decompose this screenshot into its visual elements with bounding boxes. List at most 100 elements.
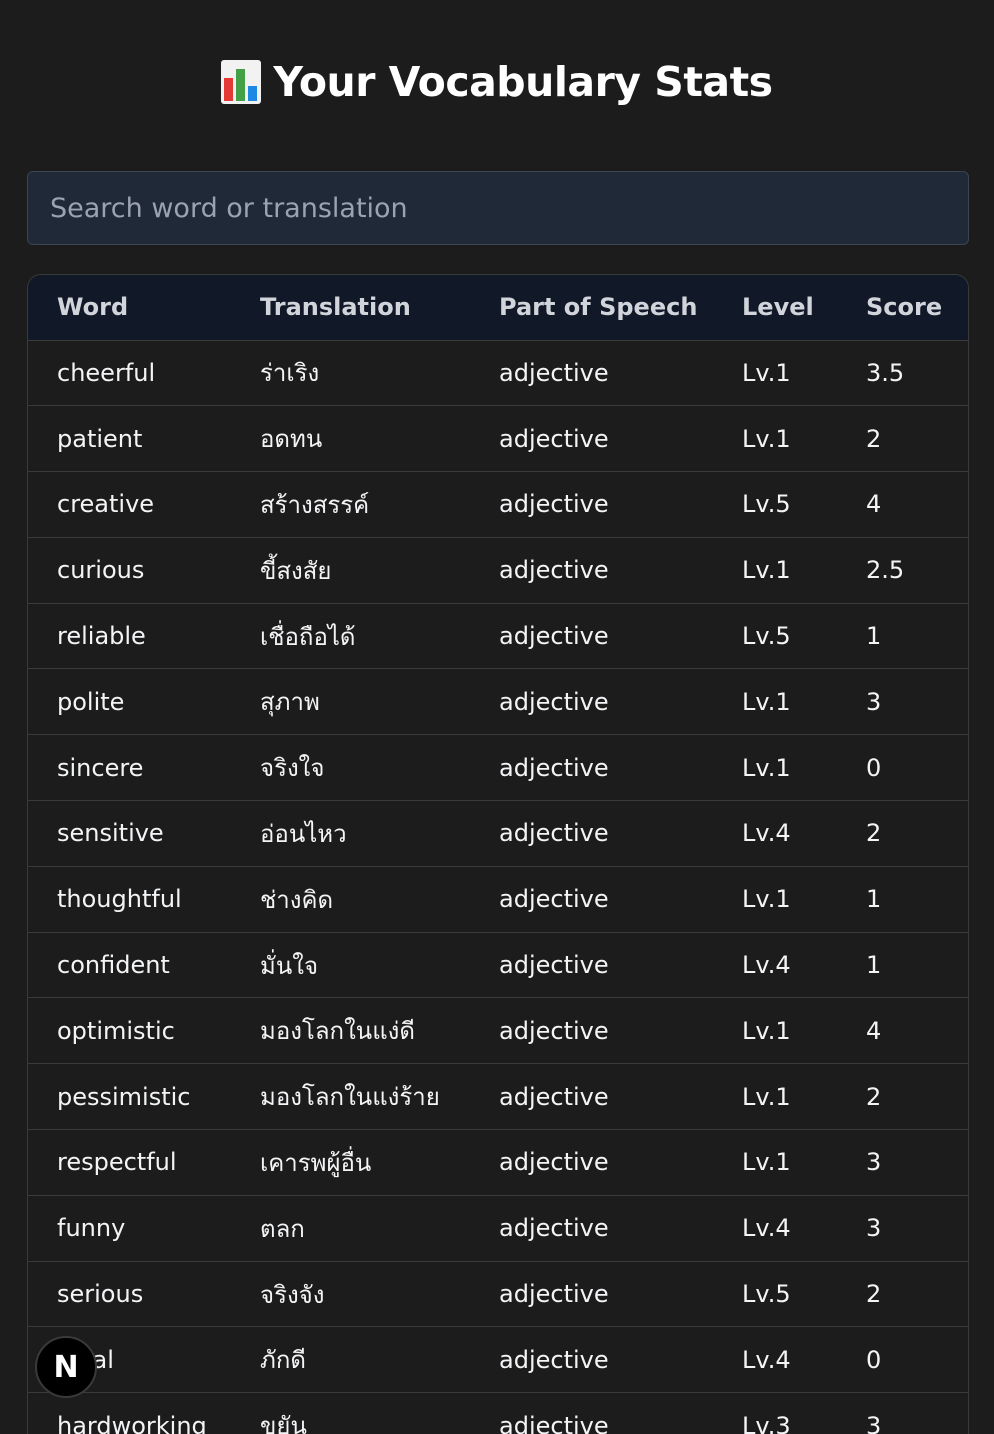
part-of-speech-cell: adjective [470, 603, 713, 670]
level-cell: Lv.1 [713, 866, 837, 933]
page-title: Your Vocabulary Stats [0, 58, 994, 106]
vocabulary-table: Word Translation Part of Speech Level Sc… [28, 275, 968, 1434]
level-cell: Lv.1 [713, 1129, 837, 1196]
word-cell: funny [28, 1195, 231, 1262]
part-of-speech-cell: adjective [470, 1195, 713, 1262]
translation-cell: ช่างคิด [231, 866, 470, 933]
part-of-speech-cell: adjective [470, 734, 713, 802]
word-cell: serious [28, 1261, 231, 1328]
level-cell: Lv.5 [713, 1261, 837, 1328]
level-cell: Lv.4 [713, 1326, 837, 1394]
translation-cell: อดทน [231, 405, 470, 473]
translation-cell: ตลก [231, 1195, 470, 1262]
level-cell: Lv.1 [713, 668, 837, 736]
word-cell: sincere [28, 734, 231, 802]
score-cell: 2 [837, 1261, 968, 1328]
part-of-speech-cell: adjective [470, 668, 713, 736]
translation-cell: ร่าเริง [231, 340, 470, 407]
part-of-speech-cell: adjective [470, 405, 713, 473]
level-cell: Lv.5 [713, 603, 837, 670]
search-input[interactable] [27, 171, 969, 245]
score-cell: 2 [837, 800, 968, 867]
column-header-translation[interactable]: Translation [231, 275, 470, 341]
translation-cell: ขี้สงสัย [231, 537, 470, 604]
word-cell: confident [28, 932, 231, 999]
vocabulary-table-container: Word Translation Part of Speech Level Sc… [27, 274, 969, 1434]
score-cell: 0 [837, 734, 968, 802]
score-cell: 2 [837, 405, 968, 473]
page-title-text: Your Vocabulary Stats [273, 58, 773, 106]
part-of-speech-cell: adjective [470, 866, 713, 933]
part-of-speech-cell: adjective [470, 340, 713, 407]
word-cell: reliable [28, 603, 231, 670]
part-of-speech-cell: adjective [470, 537, 713, 604]
translation-cell: มั่นใจ [231, 932, 470, 999]
word-cell: patient [28, 405, 231, 473]
level-cell: Lv.1 [713, 1063, 837, 1131]
word-cell: optimistic [28, 997, 231, 1065]
word-cell: hardworking [28, 1392, 231, 1434]
level-cell: Lv.4 [713, 932, 837, 999]
level-cell: Lv.3 [713, 1392, 837, 1434]
column-header-word[interactable]: Word [28, 275, 231, 341]
translation-cell: ขยัน [231, 1392, 470, 1434]
score-cell: 2 [837, 1063, 968, 1131]
score-cell: 3.5 [837, 340, 968, 407]
part-of-speech-cell: adjective [470, 1261, 713, 1328]
translation-cell: มองโลกในแง่ดี [231, 997, 470, 1065]
word-cell: pessimistic [28, 1063, 231, 1131]
score-cell: 0 [837, 1326, 968, 1394]
score-cell: 1 [837, 603, 968, 670]
part-of-speech-cell: adjective [470, 800, 713, 867]
nextjs-dev-button[interactable]: N [35, 1336, 97, 1398]
part-of-speech-cell: adjective [470, 932, 713, 999]
level-cell: Lv.1 [713, 537, 837, 604]
level-cell: Lv.1 [713, 405, 837, 473]
column-header-score[interactable]: Score [837, 275, 968, 341]
part-of-speech-cell: adjective [470, 1129, 713, 1196]
word-cell: sensitive [28, 800, 231, 867]
translation-cell: สร้างสรรค์ [231, 471, 470, 538]
score-cell: 3 [837, 1195, 968, 1262]
translation-cell: อ่อนไหว [231, 800, 470, 867]
translation-cell: จริงจัง [231, 1261, 470, 1328]
score-cell: 3 [837, 1392, 968, 1434]
score-cell: 3 [837, 668, 968, 736]
part-of-speech-cell: adjective [470, 1326, 713, 1394]
table-header-row: Word Translation Part of Speech Level Sc… [28, 275, 968, 341]
column-header-level[interactable]: Level [713, 275, 837, 341]
word-cell: creative [28, 471, 231, 538]
column-header-part-of-speech[interactable]: Part of Speech [470, 275, 713, 341]
part-of-speech-cell: adjective [470, 1063, 713, 1131]
level-cell: Lv.1 [713, 340, 837, 407]
level-cell: Lv.5 [713, 471, 837, 538]
part-of-speech-cell: adjective [470, 471, 713, 538]
level-cell: Lv.4 [713, 1195, 837, 1262]
translation-cell: มองโลกในแง่ร้าย [231, 1063, 470, 1131]
word-cell: curious [28, 537, 231, 604]
bar-chart-icon [221, 60, 262, 104]
level-cell: Lv.4 [713, 800, 837, 867]
part-of-speech-cell: adjective [470, 1392, 713, 1434]
translation-cell: เชื่อถือได้ [231, 603, 470, 670]
level-cell: Lv.1 [713, 734, 837, 802]
